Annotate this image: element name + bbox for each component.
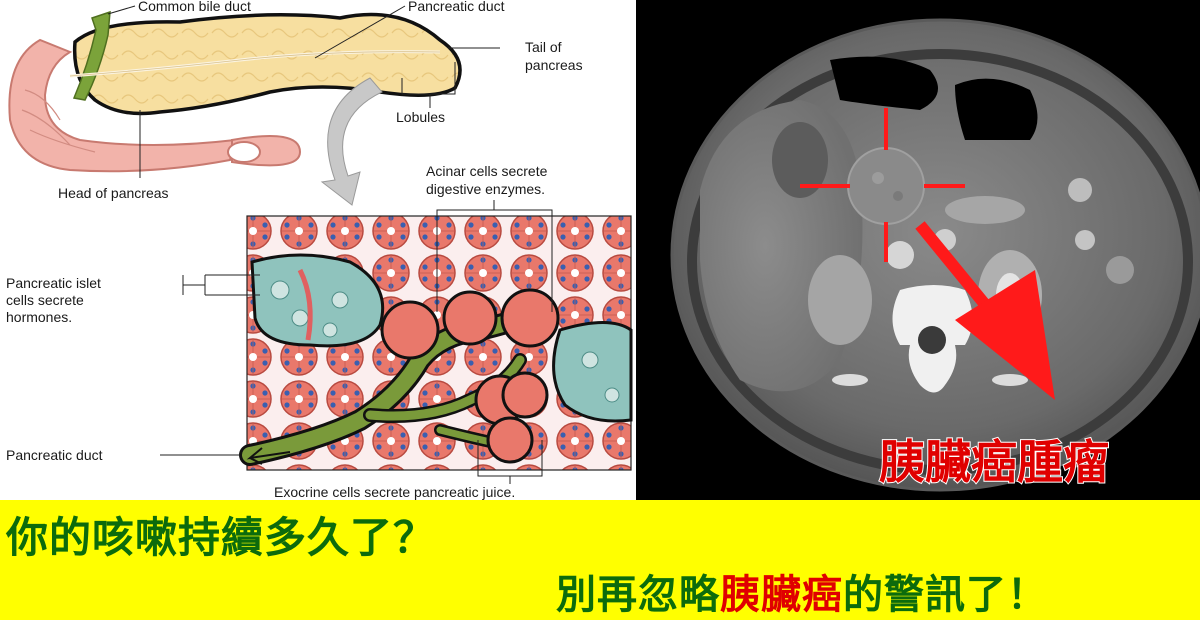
ct-tumor [847,147,925,225]
label-acinar-line2: digestive enzymes. [426,181,545,197]
ct-scan: 胰臟癌腫瘤 [636,0,1200,500]
label-head-of-pancreas: Head of pancreas [58,185,169,201]
magnified-tissue [239,215,633,471]
label-pancreatic-duct-bottom: Pancreatic duct [6,447,103,463]
headline-line2-highlight: 胰臟癌 [720,572,843,618]
pancreas-diagram: Common bile duct Pancreatic duct Tail of… [6,0,633,500]
label-tail-line1: Tail of [525,39,562,55]
label-islet-line3: hormones. [6,309,72,325]
headline-line2-suffix: 的警訊了！ [843,572,1048,618]
headline-line2: 別再忽略胰臟癌的警訊了！ [556,562,1048,620]
common-bile-duct [72,10,111,101]
headline-line2-prefix: 別再忽略 [556,572,720,618]
tumor-crosshair [800,108,965,262]
zoom-arrow [320,77,383,206]
label-islet-line1: Pancreatic islet [6,275,101,291]
label-common-bile-duct: Common bile duct [138,0,251,14]
label-islet-line2: cells secrete [6,292,84,308]
label-exocrine: Exocrine cells secrete pancreatic juice. [274,484,515,500]
headline-banner: 你的咳嗽持續多久了？ 別再忽略胰臟癌的警訊了！ [0,500,1200,620]
ct-tumor-label: 胰臟癌腫瘤 [879,435,1109,489]
label-acinar-line1: Acinar cells secrete [426,163,548,179]
pancreas [72,12,462,116]
label-pancreatic-duct-top: Pancreatic duct [408,0,505,14]
label-lobules: Lobules [396,109,445,125]
label-tail-line2: pancreas [525,57,583,73]
headline-line1: 你的咳嗽持續多久了？ [6,513,437,562]
tumor-arrow [915,221,1055,400]
